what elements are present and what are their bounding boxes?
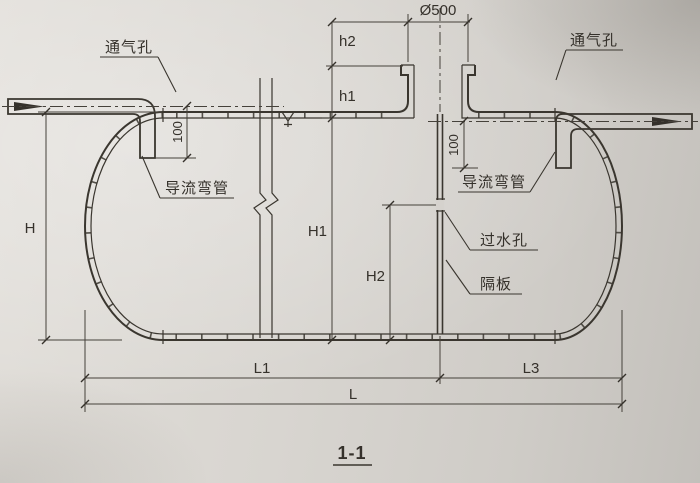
inlet-pipe-body: [7, 98, 156, 159]
dimension-lines: [45, 21, 622, 405]
annotation-labels: 通气孔 通气孔 导流弯管 导流弯管 过水孔 隔板: [105, 32, 618, 293]
tank-inner-wall: [90, 64, 617, 335]
dim-H-label: H: [25, 220, 36, 237]
dim-100-left-label: 100: [170, 121, 185, 143]
flow-arrow-out-icon: [652, 117, 682, 126]
partition-label: 隔板: [480, 275, 512, 293]
partition-plate: [435, 114, 445, 334]
section-title: 1-1: [333, 443, 372, 466]
water-hole-edges: [436, 198, 445, 212]
break-lines: [253, 78, 279, 338]
dim-L1-label: L1: [254, 360, 271, 377]
dim-h2-label: h2: [339, 33, 356, 50]
section-title-text: 1-1: [337, 443, 366, 463]
dim-diameter-label: Ø500: [420, 2, 457, 19]
dim-h1-label: h1: [339, 88, 356, 105]
guide-elbow-label-right: 导流弯管: [462, 174, 526, 191]
outlet-pipe: [555, 113, 693, 169]
vent-hole-label-left: 通气孔: [105, 39, 153, 56]
wall-hatch-body: [84, 112, 623, 340]
outlet-pipe-body: [555, 113, 693, 169]
seam-marks: [162, 108, 556, 344]
vent-hole-label-right: 通气孔: [570, 32, 618, 49]
extension-lines: [38, 14, 623, 412]
dim-100-right-label: 100: [446, 134, 461, 156]
dimension-ticks: [41, 17, 627, 409]
partition-lines: [436, 114, 444, 334]
dim-L-label: L: [349, 386, 357, 403]
water-hole-label: 过水孔: [480, 232, 528, 249]
dim-H2-label: H2: [366, 268, 385, 285]
dimension-labels: Ø500 h2 h1 H1 H2 H 100 100 L1 L3 L: [25, 2, 540, 403]
water-level-symbol: [280, 111, 296, 127]
water-hole-gap: [435, 200, 445, 210]
leader-lines: [100, 49, 623, 295]
dim-H1-label: H1: [308, 223, 327, 240]
dim-L3-label: L3: [523, 360, 540, 377]
guide-elbow-label-left: 导流弯管: [165, 180, 229, 197]
